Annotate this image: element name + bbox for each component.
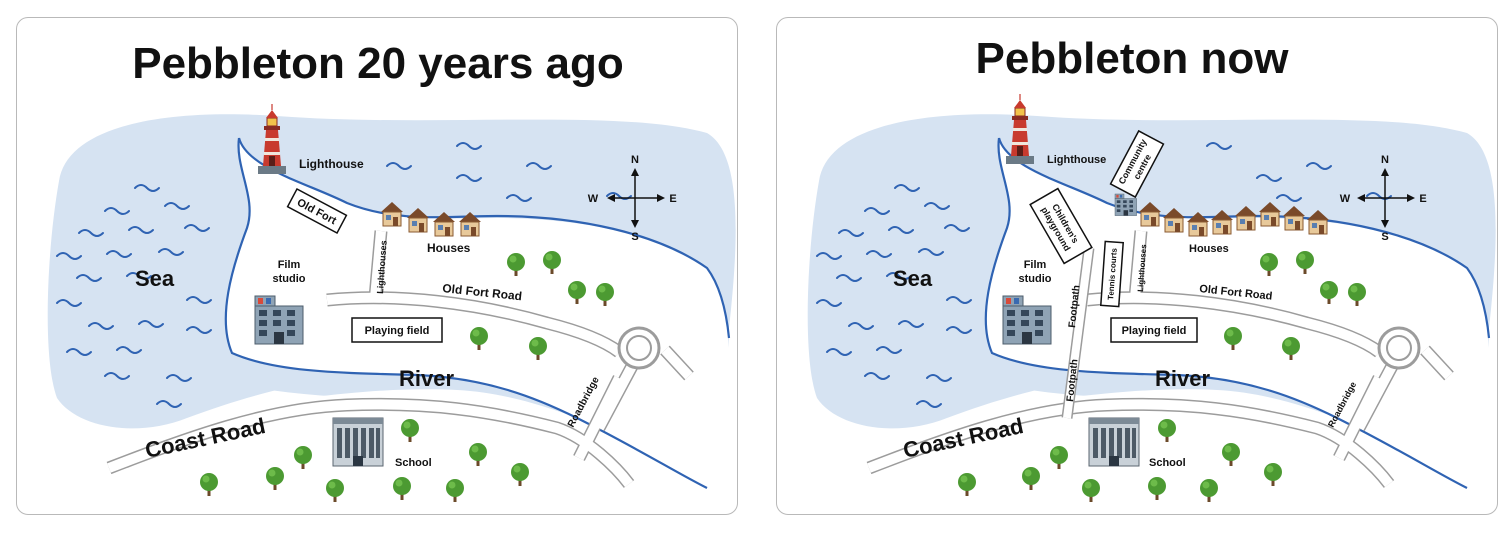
compass-s: S	[1381, 231, 1388, 243]
label-playing-field: Playing field	[1122, 325, 1187, 337]
label-footpath-lower: Footpath	[1065, 359, 1080, 403]
compass-e: E	[1419, 193, 1426, 205]
label-school: School	[1149, 457, 1186, 469]
coastline-west	[224, 137, 708, 489]
road-network	[106, 230, 694, 488]
coastline	[237, 137, 731, 339]
label-film-studio-line2: studio	[1019, 273, 1052, 285]
land-mainland	[77, 138, 729, 488]
coastline	[997, 137, 1491, 339]
map-panel-past: Pebbleton 20 years ago Lighthouse Old Fo…	[16, 17, 738, 515]
compass-e: E	[669, 193, 676, 205]
compass-n: N	[1381, 154, 1389, 166]
label-school: School	[395, 457, 432, 469]
community-centre: Community centre	[1109, 129, 1165, 199]
playing-field	[351, 317, 443, 343]
playing-field	[1110, 317, 1198, 343]
label-tennis-courts: Tennis courts	[1106, 247, 1119, 300]
map-past: Pebbleton 20 years ago Lighthouse Old Fo…	[47, 39, 736, 502]
map-now: Pebbleton now Lighthouse Community centr…	[807, 34, 1496, 502]
label-film-studio-line1: Film	[1024, 259, 1047, 271]
label-river: River	[399, 366, 454, 391]
label-playing-field: Playing field	[365, 325, 430, 337]
label-sea: Sea	[893, 266, 933, 291]
compass-w: W	[1340, 193, 1351, 205]
tennis-courts: Tennis courts	[1099, 240, 1125, 308]
compass-w: W	[588, 193, 599, 205]
label-houses: Houses	[427, 241, 471, 255]
school-icon	[1088, 417, 1140, 467]
compass-icon	[607, 168, 665, 228]
label-river: River	[1155, 366, 1210, 391]
label-film-studio-line2: studio	[273, 273, 306, 285]
label-houses: Houses	[1189, 243, 1229, 255]
label-lighthouses-lane: Lighthouses	[375, 240, 389, 294]
label-lighthouse: Lighthouse	[299, 157, 364, 171]
compass-n: N	[631, 154, 639, 166]
label-sea: Sea	[135, 266, 175, 291]
label-film-studio-line1: Film	[278, 259, 301, 271]
label-lighthouse: Lighthouse	[1047, 154, 1106, 166]
school-icon	[332, 417, 384, 467]
coastline-west	[984, 137, 1468, 489]
map-title: Pebbleton now	[976, 34, 1290, 83]
compass-s: S	[631, 231, 638, 243]
river-area	[227, 336, 717, 488]
label-footpath-upper: Footpath	[1067, 285, 1082, 329]
road-network	[866, 230, 1454, 488]
river-area	[987, 336, 1477, 488]
map-panel-now: Pebbleton now Lighthouse Community centr…	[776, 17, 1498, 515]
map-title: Pebbleton 20 years ago	[132, 39, 624, 88]
compass-icon	[1357, 168, 1415, 228]
label-lighthouses-lane: Lighthouses	[1136, 244, 1148, 293]
